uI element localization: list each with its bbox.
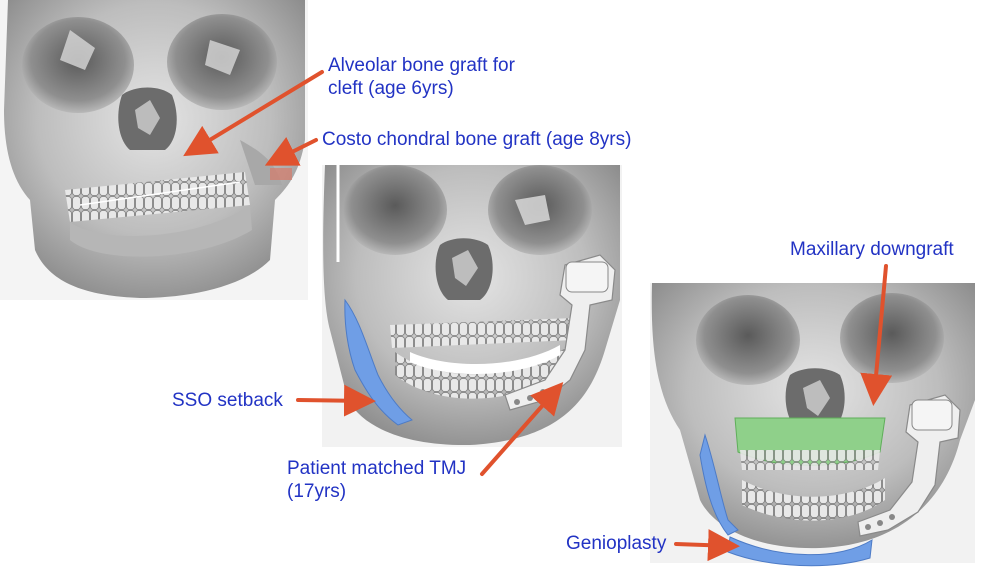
label-genioplasty: Genioplasty	[566, 532, 666, 555]
skull-maxillary-downgraft	[650, 283, 975, 567]
arrow-sso	[296, 384, 376, 417]
label-patient-matched-tmj: Patient matched TMJ (17yrs)	[287, 457, 466, 503]
label-alveolar-line2: cleft (age 6yrs)	[328, 78, 454, 99]
arrow-genio	[674, 529, 740, 562]
arrow-maxillary	[860, 264, 893, 406]
label-sso-setback: SSO setback	[172, 389, 283, 412]
label-maxillary-text: Maxillary downgraft	[790, 239, 954, 260]
label-alveolar-line1: Alveolar bone graft for	[328, 55, 515, 76]
label-tmj-line1: Patient matched TMJ	[287, 458, 467, 479]
label-sso-text: SSO setback	[172, 390, 283, 411]
label-maxillary-downgraft: Maxillary downgraft	[790, 238, 954, 261]
arrow-tmj	[480, 382, 564, 476]
skull-age-6	[0, 0, 308, 300]
arrow-alveolar	[183, 70, 324, 157]
arrow-costo	[264, 136, 318, 166]
label-costo-text: Costo chondral bone graft (age 8yrs)	[322, 129, 632, 150]
skull-age-17	[322, 165, 622, 447]
label-costo-chondral-graft: Costo chondral bone graft (age 8yrs)	[322, 128, 631, 151]
label-alveolar-bone-graft: Alveolar bone graft for cleft (age 6yrs)	[328, 54, 515, 100]
label-genio-text: Genioplasty	[566, 533, 667, 554]
label-tmj-line2: (17yrs)	[287, 481, 347, 502]
